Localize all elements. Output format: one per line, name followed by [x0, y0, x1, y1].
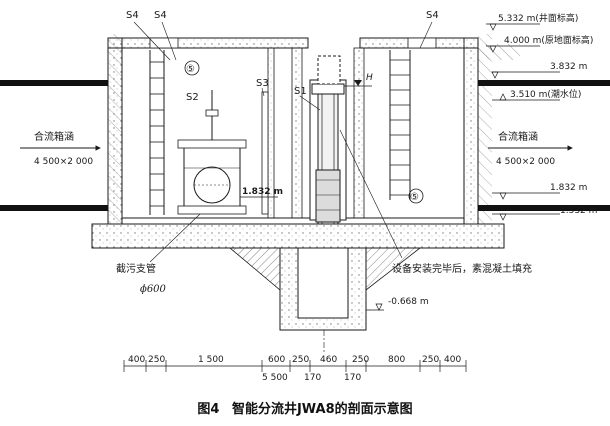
- figure-number: 图4: [197, 402, 220, 417]
- dim-bottom-2: 170: [344, 373, 361, 383]
- box-culvert-right-top: [478, 80, 610, 86]
- box-culvert-left-top: [0, 80, 108, 86]
- dim-top-8: 250: [422, 355, 439, 365]
- dimension-row-top: [123, 360, 467, 372]
- leader-intercept: [149, 213, 201, 263]
- wall-left: [107, 37, 123, 225]
- haunch-right: [365, 247, 422, 291]
- equipment-head: [311, 83, 345, 95]
- label-s2: S2: [186, 92, 199, 103]
- haunch-left: [228, 247, 281, 291]
- top-slab-left: [107, 37, 309, 49]
- base-slab: [91, 223, 505, 249]
- dim-top-0: 400: [128, 355, 145, 365]
- label-h-mark: H: [366, 73, 373, 83]
- figure-title: 智能分流井JWA8的剖面示意图: [231, 402, 413, 417]
- dim-top-7: 800: [388, 355, 405, 365]
- dim-top-5: 460: [320, 355, 337, 365]
- ground-hatch-right: [478, 44, 520, 60]
- label-pipe-left-size: 4 500×2 000: [34, 157, 93, 167]
- h-level-triangle: [354, 80, 362, 86]
- leader-s3: [261, 87, 265, 97]
- gate-s2: [177, 90, 247, 215]
- dim-top-9: 400: [444, 355, 461, 365]
- label-intercept-pipe: 截污支管: [116, 262, 156, 275]
- divider-wall-c: [353, 47, 365, 219]
- leader-backfill: [339, 129, 403, 259]
- figure-caption: 图4 智能分流井JWA8的剖面示意图: [0, 398, 610, 417]
- s3-guide: [261, 91, 269, 215]
- label-s4-left-a: S4: [126, 10, 139, 21]
- circle-5a-ring: [184, 60, 200, 76]
- section-drawing: S4 S4 S4 S3 S2 S1 H ⑤ ⑤ 合流箱涵 4 500×2 000…: [0, 10, 610, 383]
- circle-5b-ring: [408, 188, 424, 204]
- elev-5332: 5.332 m(井面标高): [498, 12, 578, 24]
- manhole-opening-left: [149, 37, 179, 49]
- label-pipe-left-name: 合流箱涵: [34, 130, 74, 143]
- ground-soil-right: [478, 34, 492, 224]
- equipment-cap: [317, 55, 341, 85]
- label-backfill-note: 设备安装完毕后，素混凝土填充: [392, 262, 532, 275]
- label-s4-left-b: S4: [154, 10, 167, 21]
- dim-bottom-0: 5 500: [262, 373, 288, 383]
- elev-3510: 3.510 m(潮水位): [510, 88, 581, 100]
- equipment-gate-lower: [315, 169, 341, 223]
- dim-top-6: 250: [352, 355, 369, 365]
- elev-3832: 3.832 m: [550, 62, 587, 72]
- label-pipe-right-name: 合流箱涵: [498, 130, 538, 143]
- dim-top-4: 250: [292, 355, 309, 365]
- wall-right: [463, 37, 479, 225]
- box-culvert-left-bottom: [0, 205, 108, 211]
- label-intercept-dia: ϕ600: [140, 284, 167, 295]
- label-pipe-right-size: 4 500×2 000: [496, 157, 555, 167]
- label-s1: S1: [294, 86, 307, 97]
- ladder-right: [389, 50, 411, 200]
- leader-s4c: [419, 21, 433, 49]
- label-circle-5a: ⑤: [186, 64, 195, 75]
- label-bottom-elev: -0.668 m: [388, 297, 429, 307]
- elev-1832: 1.832 m: [550, 183, 587, 193]
- sump-pit: [297, 247, 349, 319]
- label-s3: S3: [256, 78, 269, 89]
- label-gate-elev: 1.832 m: [242, 187, 283, 197]
- leader-s4b: [161, 21, 177, 61]
- elev-1532: 1.532 m: [560, 206, 597, 216]
- divider-wall-b: [291, 47, 303, 219]
- ladder-left: [149, 50, 165, 215]
- label-s4-right: S4: [426, 10, 439, 21]
- elev-4000: 4.000 m(原地面标高): [504, 34, 593, 46]
- bottom-elev-triangle: [375, 303, 383, 311]
- dim-top-3: 600: [268, 355, 285, 365]
- dim-top-2: 1 500: [198, 355, 224, 365]
- box-culvert-right-bottom: [478, 205, 610, 211]
- leader-s1: [299, 95, 321, 111]
- label-circle-5b: ⑤: [410, 192, 419, 203]
- dim-top-1: 250: [148, 355, 165, 365]
- dim-bottom-1: 170: [304, 373, 321, 383]
- leader-s4a: [133, 21, 171, 61]
